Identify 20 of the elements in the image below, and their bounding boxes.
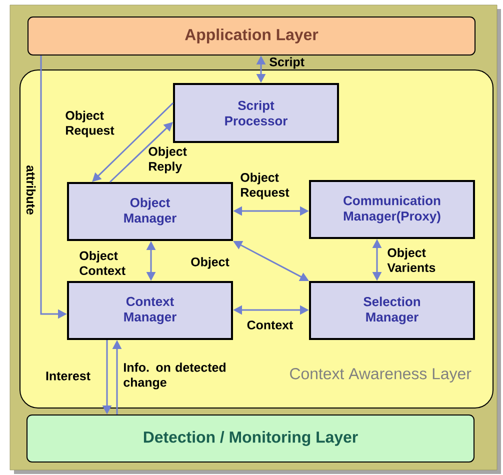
- edge-label: Info. on detected change: [124, 362, 226, 390]
- component-box: Object Manager: [67, 182, 233, 241]
- edge-label: Object Request: [66, 110, 114, 138]
- edge-label: Object Varients: [387, 248, 436, 272]
- edge-label: Object Request: [240, 172, 290, 200]
- layer-band: Application Layer: [28, 16, 476, 56]
- component-box: Communication Manager(Proxy): [309, 180, 475, 239]
- component-box: Context Manager: [67, 281, 233, 340]
- component-box: Selection Manager: [309, 281, 475, 340]
- edge-label: Object Context: [80, 250, 126, 276]
- edge-label: Context: [247, 320, 294, 330]
- edge-label: attribute: [26, 165, 36, 214]
- layer-band: Detection / Monitoring Layer: [26, 414, 474, 462]
- arrow: [92, 102, 174, 182]
- component-box: Script Processor: [173, 83, 339, 143]
- edge-label: Interest: [46, 372, 90, 380]
- arrow: [109, 122, 173, 183]
- edge-label: Object Reply: [148, 146, 187, 174]
- edge-label: Script: [270, 57, 304, 69]
- edge-label: Object: [191, 257, 230, 269]
